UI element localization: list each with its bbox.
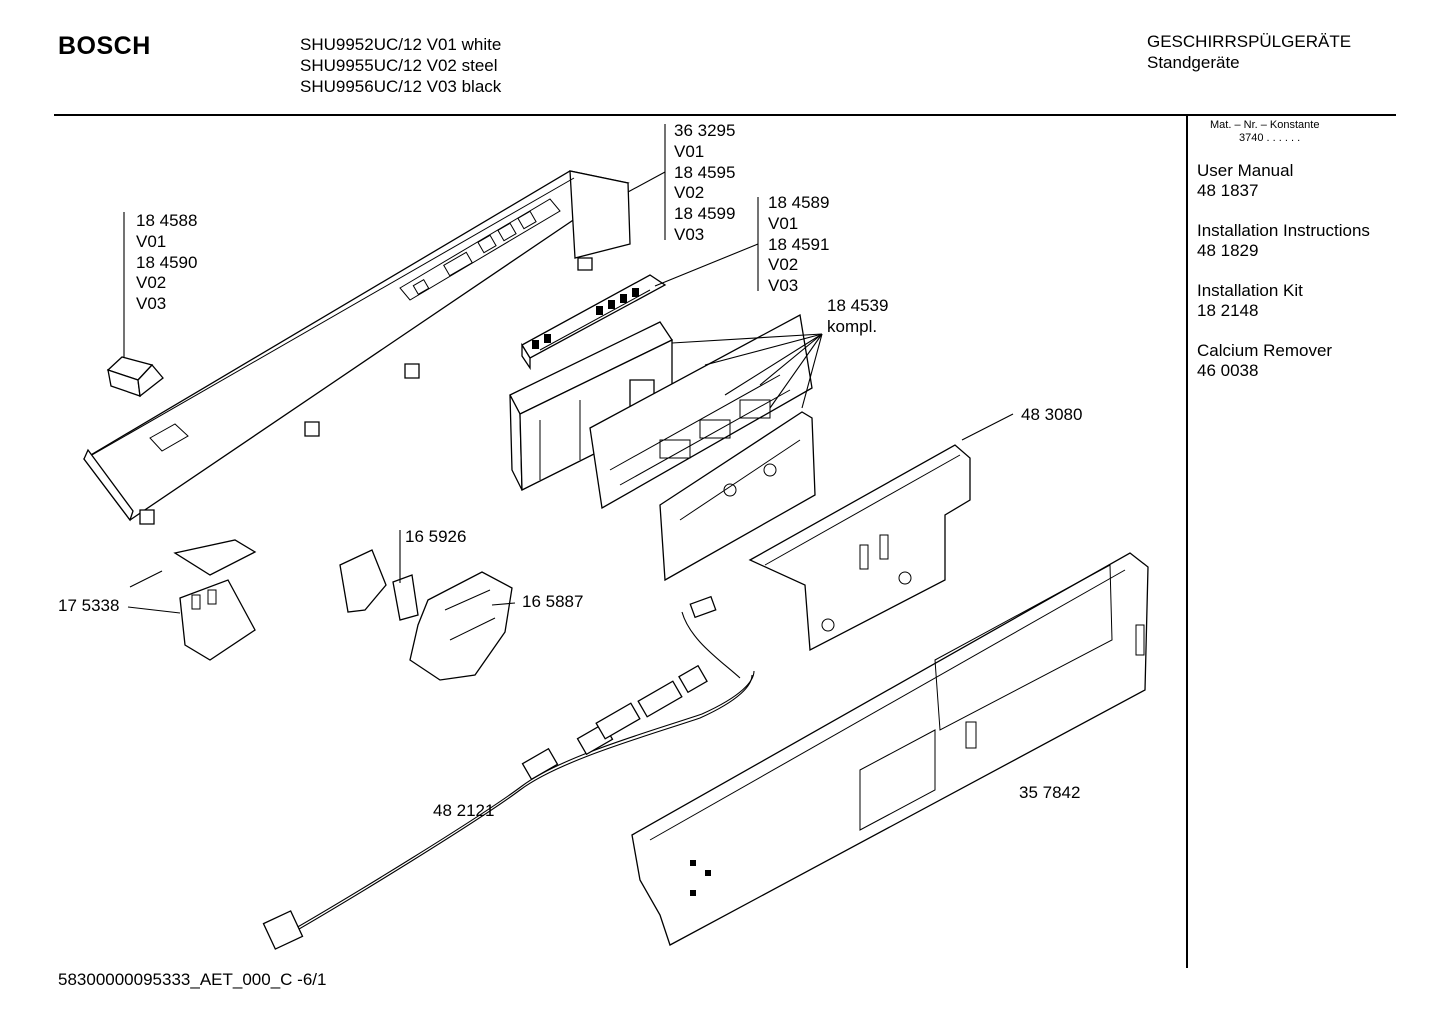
mat-nr-block: Mat. – Nr. – Konstante 3740 . . . . . . — [1210, 119, 1319, 145]
part-number: 16 5926 — [405, 527, 467, 546]
part-number: 18 4588 — [136, 211, 198, 230]
category-subtitle: Standgeräte — [1147, 53, 1240, 72]
part-label-holder: 16 5887 — [522, 592, 583, 613]
clip-part — [108, 357, 163, 396]
module-housing-part — [750, 445, 970, 650]
module-cover-part — [660, 412, 815, 580]
part-variant: V03 — [768, 276, 799, 296]
brand-logo: BOSCH — [58, 32, 151, 60]
part-note: kompl. — [827, 316, 878, 336]
part-label-module-housing: 48 3080 — [1021, 405, 1082, 426]
document-number: 48 1829 — [1197, 241, 1259, 260]
part-variant: V01 — [674, 141, 705, 161]
document-number: 46 0038 — [1197, 361, 1259, 380]
relay-part — [340, 550, 418, 620]
module-frame-part — [510, 322, 672, 490]
part-number: 18 4595 — [674, 162, 736, 182]
part-variant: V01 — [136, 231, 167, 251]
circuit-board-part — [590, 315, 812, 508]
document-item: User Manual 48 1837 — [1197, 161, 1370, 201]
part-label-relay: 16 5926 — [405, 527, 466, 548]
part-number: 48 2121 — [433, 801, 495, 820]
part-label-clip: 18 4588 V01 18 4590 V02 V03 — [136, 211, 197, 315]
model-line: SHU9955UC/12 V02 steel — [300, 56, 498, 75]
part-number: 17 5338 — [58, 596, 120, 615]
model-line: SHU9956UC/12 V03 black — [300, 77, 502, 96]
keypad-part — [522, 275, 665, 368]
cover-panel-part — [632, 553, 1148, 945]
mat-nr-title: Mat. – Nr. – Konstante — [1210, 119, 1320, 131]
part-number: 18 4591 — [768, 234, 830, 254]
model-line: SHU9952UC/12 V01 white — [300, 35, 502, 54]
part-number: 48 3080 — [1021, 405, 1083, 424]
part-number: 18 4599 — [674, 204, 736, 224]
part-variant: V02 — [674, 183, 705, 203]
document-number: 18 2148 — [1197, 301, 1259, 320]
holder-part — [410, 572, 512, 680]
part-number: 16 5887 — [522, 592, 584, 611]
part-label-switch: 17 5338 — [58, 596, 119, 617]
cable-harness-part — [263, 597, 754, 949]
part-label-cover-panel: 35 7842 — [1019, 783, 1080, 804]
category-block: GESCHIRRSPÜLGERÄTE Standgeräte — [1147, 31, 1351, 73]
document-name: Installation Kit — [1197, 281, 1303, 300]
part-variant: V01 — [768, 213, 799, 233]
document-number: 48 1837 — [1197, 181, 1259, 200]
part-label-electronic-module: 18 4539 kompl. — [827, 296, 888, 338]
mat-nr-constant: 3740 . . . . . . — [1239, 132, 1301, 144]
part-number: 18 4539 — [827, 296, 889, 315]
part-variant: V02 — [136, 273, 167, 293]
category-title: GESCHIRRSPÜLGERÄTE — [1147, 32, 1352, 51]
switch-part — [175, 540, 255, 660]
part-variant: V02 — [768, 255, 799, 275]
document-item: Calcium Remover 46 0038 — [1197, 341, 1370, 381]
part-variant: V03 — [136, 294, 167, 314]
part-number: 18 4589 — [768, 193, 830, 212]
part-label-control-panel: 36 3295 V01 18 4595 V02 18 4599 V03 — [674, 121, 735, 246]
document-list: User Manual 48 1837 Installation Instruc… — [1197, 161, 1370, 401]
document-name: User Manual — [1197, 161, 1294, 180]
part-label-keypad: 18 4589 V01 18 4591 V02 V03 — [768, 193, 829, 297]
part-number: 36 3295 — [674, 121, 736, 140]
document-code: 58300000095333_AET_000_C -6/1 — [58, 970, 327, 989]
document-item: Installation Instructions 48 1829 — [1197, 221, 1370, 261]
part-number: 18 4590 — [136, 252, 198, 272]
model-list: SHU9952UC/12 V01 white SHU9955UC/12 V02 … — [300, 34, 501, 97]
leader-lines — [124, 124, 1013, 613]
part-number: 35 7842 — [1019, 783, 1081, 802]
sidebar-divider — [1186, 116, 1188, 968]
document-name: Installation Instructions — [1197, 221, 1370, 240]
control-panel-part — [84, 171, 630, 524]
document-item: Installation Kit 18 2148 — [1197, 281, 1370, 321]
part-label-cable-harness: 48 2121 — [433, 801, 494, 822]
document-name: Calcium Remover — [1197, 341, 1333, 360]
header-divider — [54, 114, 1396, 116]
part-variant: V03 — [674, 224, 705, 244]
